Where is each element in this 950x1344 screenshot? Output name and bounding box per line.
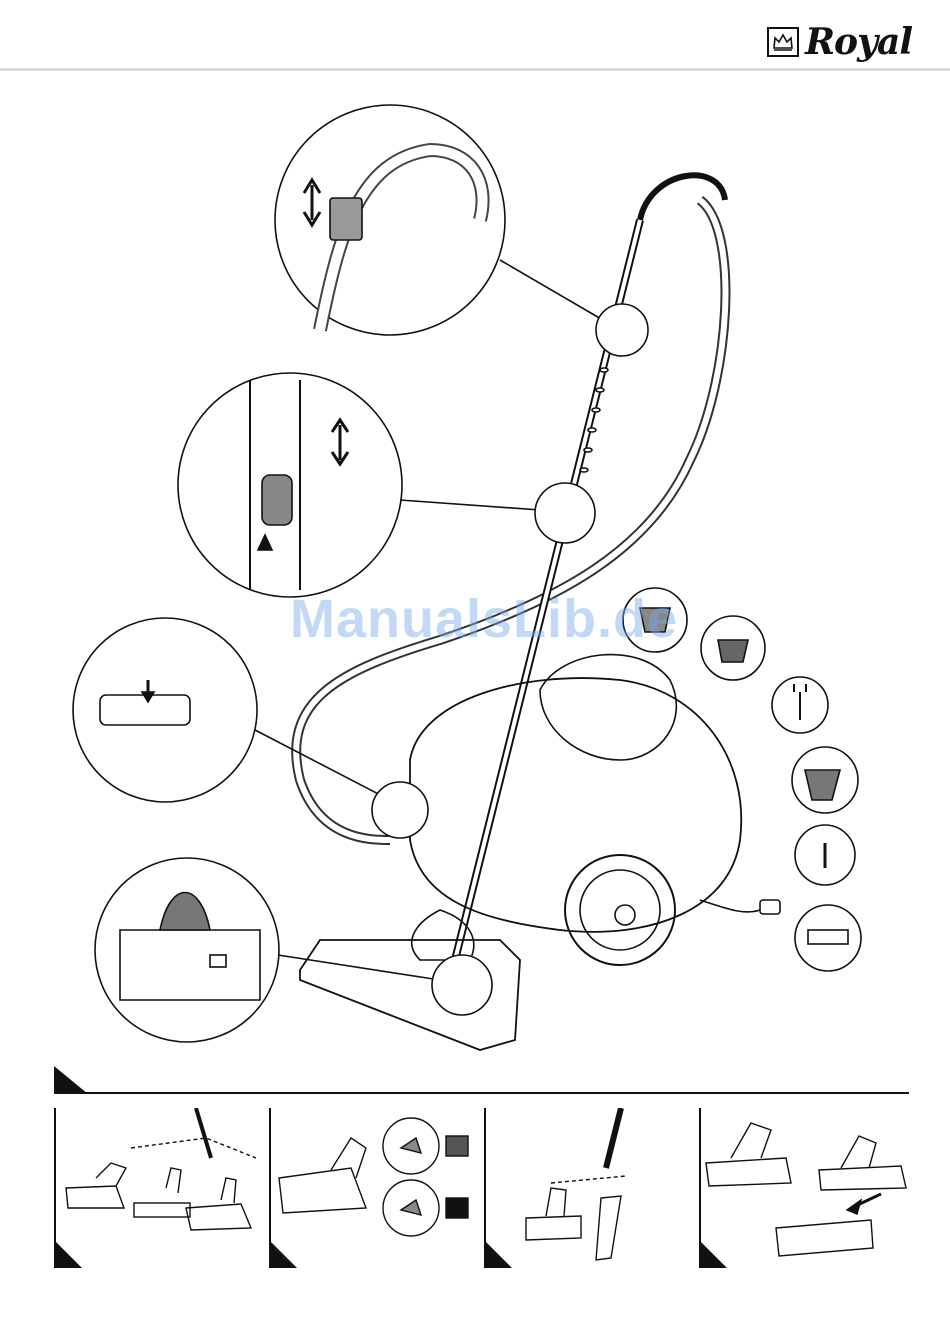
callout-floor-switch bbox=[95, 858, 279, 1042]
header-divider bbox=[0, 68, 950, 71]
vacuum-cleaner-illustration bbox=[0, 80, 950, 1070]
carpet-hardfloor-icon bbox=[271, 1108, 486, 1268]
panel-corner-icon bbox=[56, 1242, 82, 1268]
turbo-brush-panel bbox=[699, 1108, 916, 1268]
brush-crevice-icon bbox=[486, 1108, 701, 1268]
power-cord bbox=[700, 900, 760, 912]
panel-corner-icon bbox=[486, 1242, 512, 1268]
vacuum-body bbox=[410, 678, 741, 932]
section-divider bbox=[54, 1092, 909, 1094]
nozzles-icon bbox=[56, 1108, 271, 1268]
panel-corner-icon bbox=[271, 1242, 297, 1268]
manualslib-watermark: ManualsLib.de bbox=[290, 588, 678, 650]
rear-wheel bbox=[565, 855, 675, 965]
panel-corner-icon bbox=[701, 1242, 727, 1268]
brush-crevice-panel bbox=[484, 1108, 701, 1268]
nozzle-attachment-panel bbox=[54, 1108, 271, 1268]
brand-logo: Royal bbox=[767, 22, 912, 62]
floor-mode-panel bbox=[269, 1108, 486, 1268]
brand-name: Royal bbox=[805, 24, 912, 60]
turbo-brush-icon bbox=[701, 1108, 916, 1268]
length-slider-icon bbox=[262, 475, 292, 525]
section-marker-icon bbox=[54, 1066, 88, 1094]
callout-suction bbox=[795, 905, 861, 971]
release-button-icon bbox=[330, 198, 362, 240]
crown-crest-icon bbox=[767, 27, 799, 57]
